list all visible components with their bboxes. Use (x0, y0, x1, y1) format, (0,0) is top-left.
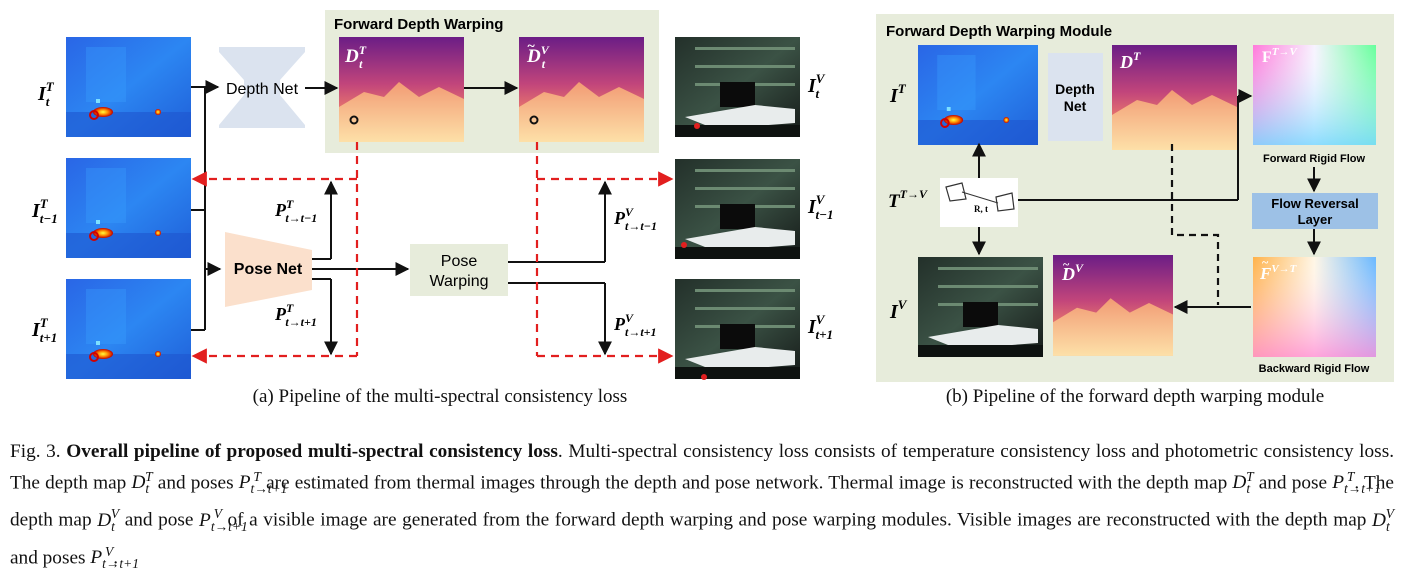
svg-text:DVt: DVt (526, 43, 550, 71)
thermal-image-t (65, 36, 192, 138)
depth-forward-dashed-path (1170, 144, 1220, 305)
svg-text:IT: IT (889, 81, 907, 107)
subcaption-b: (b) Pipeline of the forward depth warpin… (945, 386, 1325, 407)
svg-text:ITt+1: ITt+1 (31, 315, 57, 345)
svg-text:DT: DT (1119, 49, 1141, 72)
svg-text:ITt: ITt (37, 79, 55, 109)
depth-net-block (219, 47, 305, 128)
svg-text:PTt→t−1: PTt→t−1 (274, 197, 317, 225)
depth-net-label: Depth Net (226, 81, 299, 98)
svg-text:TT→V: TT→V (888, 187, 928, 212)
visible-image-t-minus-1 (675, 159, 800, 259)
figure-diagram: Forward Depth Warping ITt ITt−1 ITt+1 De… (31, 10, 1394, 382)
svg-text:Net: Net (1064, 98, 1087, 114)
panel-b: Forward Depth Warping Module IT Depth Ne… (876, 14, 1394, 382)
svg-text:~: ~ (1063, 257, 1070, 271)
svg-text:Layer: Layer (1298, 212, 1333, 227)
figure-caption: Fig. 3. Overall pipeline of proposed mul… (10, 441, 1395, 571)
subcaption-a: (a) Pipeline of the multi-spectral consi… (252, 386, 628, 407)
svg-text:IV: IV (889, 297, 908, 323)
pixel-marker (529, 115, 539, 125)
module-visible-image (918, 257, 1043, 357)
svg-text:PTt→t+1: PTt→t+1 (274, 301, 317, 329)
flow-reversal-layer-block (1252, 193, 1378, 229)
svg-text:PVt→t+1: PVt→t+1 (613, 311, 657, 339)
svg-text:~: ~ (1262, 255, 1269, 269)
pixel-marker (349, 115, 359, 125)
svg-text:IVt−1: IVt−1 (807, 192, 833, 222)
svg-text:R, t: R, t (974, 204, 988, 214)
relative-pose-block (940, 178, 1018, 227)
caption-label: Fig. 3. (10, 441, 61, 462)
svg-text:DTt: DTt (344, 43, 367, 71)
svg-text:FV→T: FV→T (1259, 263, 1298, 283)
svg-text:DV: DV (1061, 261, 1084, 284)
forward-flow-label: Forward Rigid Flow (1263, 153, 1365, 165)
backward-flow-label: Backward Rigid Flow (1259, 363, 1370, 375)
visible-image-t-plus-1 (675, 279, 800, 379)
caption-title: Overall pipeline of proposed multi-spect… (66, 441, 558, 462)
pose-net-label: Pose Net (234, 261, 303, 278)
svg-text:IVt: IVt (807, 71, 826, 101)
visible-image-t (675, 37, 800, 137)
reconstruction-dashed-lines (191, 142, 674, 364)
svg-text:PVt→t−1: PVt→t−1 (613, 205, 657, 233)
svg-text:IVt+1: IVt+1 (807, 312, 833, 342)
pose-net-block (225, 232, 312, 307)
svg-text:FT→V: FT→V (1262, 46, 1299, 66)
svg-text:Flow Reversal: Flow Reversal (1271, 196, 1358, 211)
svg-text:Pose: Pose (441, 253, 478, 270)
forward-box-title: Forward Depth Warping (334, 16, 503, 33)
module-thermal-image (917, 44, 1039, 146)
svg-text:Warping: Warping (430, 273, 489, 290)
svg-text:ITt−1: ITt−1 (31, 196, 58, 226)
pose-warping-box (410, 244, 508, 296)
thermal-image-t-plus-1 (65, 278, 192, 380)
svg-text:~: ~ (527, 39, 535, 54)
panel-b-title: Forward Depth Warping Module (886, 23, 1112, 40)
module-depth-net-block (1048, 53, 1103, 141)
svg-text:Depth: Depth (1055, 81, 1095, 97)
thermal-image-t-minus-1 (65, 157, 192, 259)
